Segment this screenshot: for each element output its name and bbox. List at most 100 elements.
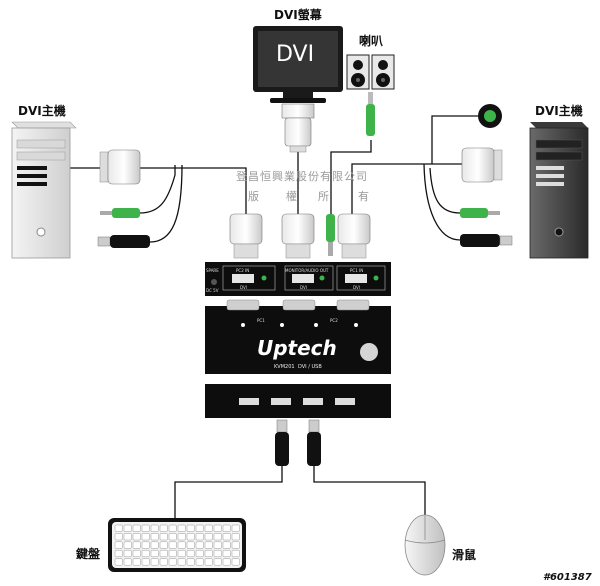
keyboard-key — [222, 541, 231, 549]
pc-left-label: DVI主機 — [18, 104, 66, 118]
rear-port-sub-3: DVI — [353, 285, 360, 290]
keyboard-key — [150, 533, 159, 541]
cable-left-audio — [139, 165, 176, 214]
kvm-model-sub: DVI / USB — [298, 364, 322, 370]
watermark-rights-3: 所 — [318, 190, 329, 203]
mouse-usb-plug — [307, 419, 321, 466]
keyboard-key — [141, 533, 150, 541]
keyboard-icon — [108, 518, 246, 572]
kvm-usb-hub — [205, 384, 391, 418]
keyboard-key — [222, 558, 231, 566]
keyboard-key — [141, 558, 150, 566]
keyboard-key — [213, 558, 222, 566]
front-led-pc1: PC1 — [257, 318, 265, 323]
rear-port-monitor: MONITOR/AUDIO OUT — [285, 268, 329, 273]
keyboard-usb-plug — [275, 419, 289, 466]
keyboard-key — [186, 558, 195, 566]
keyboard-key — [132, 524, 141, 532]
keyboard-key — [213, 524, 222, 532]
watermark-rights-1: 版 — [248, 190, 259, 203]
kvm-switch-body — [205, 299, 391, 374]
keyboard-label: 鍵盤 — [76, 547, 101, 561]
keyboard-key — [186, 549, 195, 558]
rear-port-pc2: PC2 IN — [236, 268, 250, 273]
dvi-host-right — [529, 122, 589, 259]
keyboard-key — [213, 541, 222, 549]
keyboard-key — [150, 524, 159, 532]
keyboard-key — [150, 541, 159, 549]
monitor-label: DVI螢幕 — [274, 8, 322, 22]
image-id-tag: #601387 — [543, 572, 592, 583]
keyboard-key — [132, 541, 141, 549]
keyboard-key — [132, 533, 141, 541]
mouse-label: 滑鼠 — [452, 548, 477, 562]
left-usb-plug — [97, 235, 150, 248]
pc-right-label: DVI主機 — [535, 104, 583, 118]
kvm-plug-pc2 — [229, 213, 263, 259]
keyboard-key — [213, 533, 222, 541]
rear-port-sub-1: DVI — [240, 285, 247, 290]
keyboard-key — [177, 549, 186, 558]
keyboard-key — [195, 524, 204, 532]
keyboard-key — [123, 549, 132, 558]
cable-right-to-kvm — [351, 163, 432, 215]
keyboard-key — [168, 558, 177, 566]
keyboard-key — [204, 541, 213, 549]
rear-port-sub-2: DVI — [300, 285, 307, 290]
cable-left-usb — [149, 164, 183, 243]
keyboard-key — [123, 558, 132, 566]
keyboard-key — [141, 524, 150, 532]
keyboard-key — [231, 558, 240, 566]
keyboard-key — [213, 549, 222, 558]
keyboard-key — [195, 549, 204, 558]
keyboard-key — [114, 549, 123, 558]
keyboard-key — [204, 549, 213, 558]
keyboard-key — [150, 558, 159, 566]
left-audio-plug — [100, 208, 140, 218]
keyboard-key — [231, 549, 240, 558]
monitor-screen-text: DVI — [276, 42, 315, 67]
keyboard-key — [204, 558, 213, 566]
watermark-company: 登昌恒興業股份有限公司 — [236, 170, 368, 183]
keyboard-key — [114, 558, 123, 566]
keyboard-key — [168, 524, 177, 532]
cable-mouse — [313, 466, 426, 520]
keyboard-key — [186, 533, 195, 541]
keyboard-key — [132, 558, 141, 566]
keyboard-key — [123, 541, 132, 549]
keyboard-key — [222, 549, 231, 558]
keyboard-key — [123, 533, 132, 541]
cable-right-mic — [431, 115, 478, 164]
keyboard-key — [231, 541, 240, 549]
keyboard-key — [159, 541, 168, 549]
keyboard-key — [159, 558, 168, 566]
rear-side-label-spare: SPARE — [206, 268, 219, 273]
keyboard-key — [114, 533, 123, 541]
dvi-monitor — [253, 26, 343, 103]
keyboard-key — [123, 524, 132, 532]
keyboard-key — [159, 549, 168, 558]
keyboard-key — [204, 533, 213, 541]
kvm-switch-button[interactable] — [360, 343, 378, 361]
keyboard-key — [195, 533, 204, 541]
keyboard-key — [114, 541, 123, 549]
kvm-plug-pc1 — [337, 213, 371, 259]
right-dvi-connector — [461, 147, 503, 183]
keyboard-key — [177, 533, 186, 541]
keyboard-key — [159, 524, 168, 532]
cable-left-to-kvm — [140, 167, 247, 215]
watermark-rights-4: 有 — [358, 190, 369, 203]
kvm-plug-monitor — [281, 213, 315, 259]
kvm-rear-panel — [205, 262, 391, 296]
keyboard-key — [222, 524, 231, 532]
keyboard-key — [150, 549, 159, 558]
keyboard-key — [231, 524, 240, 532]
watermark-rights-2: 權 — [286, 190, 297, 203]
keyboard-key — [114, 524, 123, 532]
speaker-pair — [346, 54, 395, 90]
front-led-pc2: PC2 — [330, 318, 338, 323]
mouse-icon — [404, 514, 446, 576]
monitor-dvi-connector — [281, 103, 315, 153]
keyboard-key — [168, 533, 177, 541]
keyboard-key — [186, 541, 195, 549]
